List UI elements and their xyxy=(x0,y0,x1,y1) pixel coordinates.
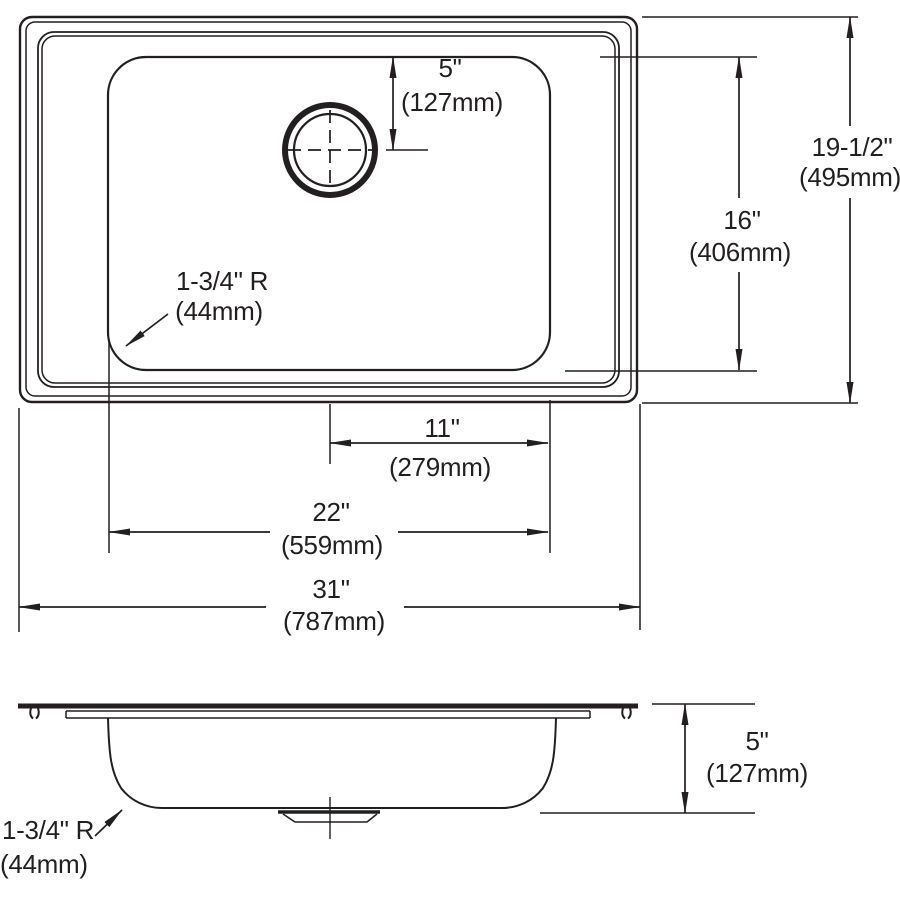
dim-label-mm: (127mm) xyxy=(401,87,503,117)
drain-fitting xyxy=(278,797,380,839)
dim-label-in: 11" xyxy=(424,413,459,443)
rim-inner-edge xyxy=(37,31,620,388)
dim-label-in: 5" xyxy=(745,726,768,756)
dim-label-mm: (127mm) xyxy=(706,758,808,788)
dimension-depth: 5" (127mm) xyxy=(540,703,808,814)
dimension-bowl-front-back: 16" (406mm) xyxy=(565,56,791,372)
mounting-clip-right xyxy=(621,707,632,720)
sink-side-view xyxy=(18,703,638,839)
dim-label-in: 22" xyxy=(312,497,349,527)
rim-outer-inner-line xyxy=(25,21,632,397)
leader-line xyxy=(125,313,169,347)
radius-label-mm: (44mm) xyxy=(0,849,88,879)
dimension-drain-offset-y: 5" (127mm) xyxy=(386,53,503,151)
drain-outer-ring xyxy=(282,102,378,198)
dimension-bowl-width: 22" (559mm) xyxy=(108,340,549,560)
sink-top-view xyxy=(18,15,639,404)
dimension-overall-width: 31" (787mm) xyxy=(18,404,641,636)
radius-label-mm: (44mm) xyxy=(175,296,263,326)
rim-inner-edge-2 xyxy=(41,35,616,384)
dimension-overall-front-back: 19-1/2" (495mm) xyxy=(642,16,900,404)
radius-label: 1-3/4" R xyxy=(176,266,268,296)
dim-label-in: 5" xyxy=(438,53,461,83)
dim-label-in: 31" xyxy=(312,574,349,604)
top-view-dimensions: 5" (127mm) 16" (406mm) 19-1/2" (495mm) 1… xyxy=(18,16,900,636)
drain-flange-body xyxy=(282,813,378,823)
leader-line xyxy=(94,809,123,837)
side-view-dimensions: 5" (127mm) 1-3/4" R (44mm) xyxy=(0,703,808,879)
dim-label-in: 16" xyxy=(723,205,760,235)
callout-bowl-corner-radius: 1-3/4" R (44mm) xyxy=(125,266,268,347)
mounting-clip-left xyxy=(29,707,40,720)
rim-outer-edge xyxy=(18,15,639,404)
dim-label-mm: (787mm) xyxy=(283,606,385,636)
dim-label-mm: (495mm) xyxy=(799,162,900,192)
rim-return-flange xyxy=(65,710,591,719)
dim-label-in: 19-1/2" xyxy=(812,132,893,162)
dim-label-mm: (279mm) xyxy=(389,452,491,482)
bowl-outline xyxy=(106,55,552,372)
dim-label-mm: (406mm) xyxy=(689,237,791,267)
radius-label: 1-3/4" R xyxy=(2,815,94,845)
dim-label-mm: (559mm) xyxy=(281,530,383,560)
dimension-drain-offset-x: 11" (279mm) xyxy=(329,400,551,553)
drain-opening xyxy=(282,102,378,198)
bowl-profile xyxy=(107,717,557,809)
callout-bottom-radius: 1-3/4" R (44mm) xyxy=(0,809,123,879)
